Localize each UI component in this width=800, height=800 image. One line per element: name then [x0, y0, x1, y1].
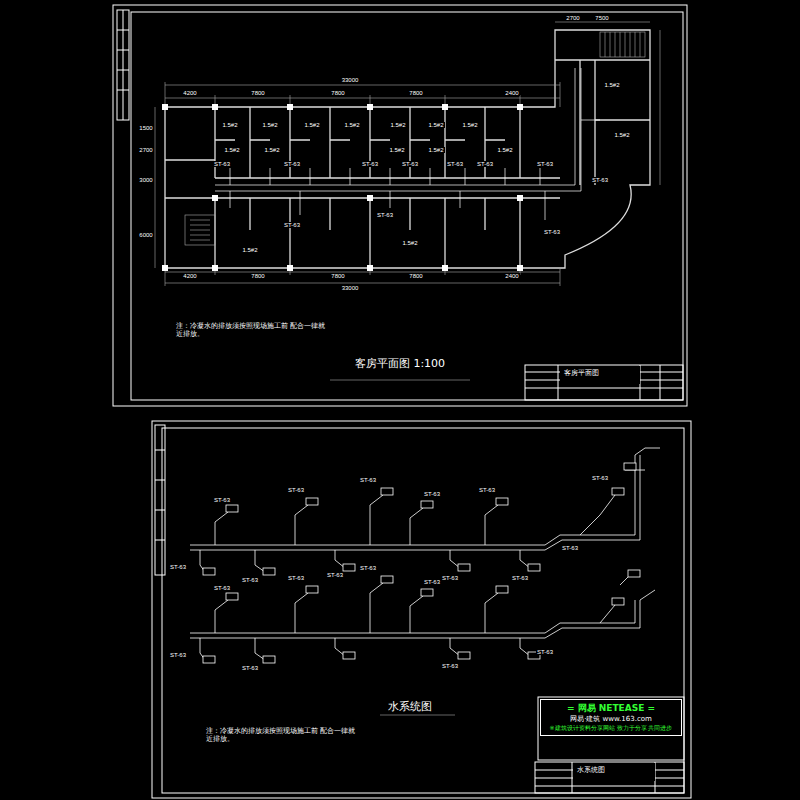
unit-tag: ST-63 [446, 161, 464, 168]
unit-tag: ST-63 [359, 565, 377, 572]
unit-tag: ST-63 [287, 487, 305, 494]
room-tag: 1.5#2 [461, 122, 478, 129]
watermark-text: = 网易 NETEASE = [545, 703, 677, 715]
unit-tag: ST-63 [591, 177, 609, 184]
dimension-text: 1500 [138, 125, 153, 132]
unit-tag: ST-63 [441, 663, 459, 670]
dimension-text: 6000 [138, 232, 153, 239]
room-tag: 1.5#2 [261, 122, 278, 129]
title-block: 客房平面图 [560, 366, 640, 384]
watermark-text: ※建筑设计资料分享网站 致力于分享 共同进步 [545, 724, 677, 732]
dimension-text: 2700 [565, 15, 580, 22]
unit-tag: ST-63 [287, 575, 305, 582]
title-block-text: 水系统图 [577, 766, 651, 775]
unit-tag: ST-63 [476, 161, 494, 168]
room-tag: 1.5#2 [388, 147, 405, 154]
unit-tag: ST-63 [441, 575, 459, 582]
unit-tag: ST-63 [543, 229, 561, 236]
room-tag: 1.5#2 [613, 132, 630, 139]
dimension-text: 3000 [138, 177, 153, 184]
title-block: 水系统图 [573, 763, 655, 781]
room-tag: 1.5#2 [223, 147, 240, 154]
unit-tag: ST-63 [511, 575, 529, 582]
room-tag: 1.5#2 [343, 122, 360, 129]
note-text: 注：冷凝水的排放须按照现场施工前 配合一律就近排放。 [175, 323, 327, 338]
unit-tag: ST-63 [169, 564, 187, 571]
unit-tag: ST-63 [283, 161, 301, 168]
room-tag: 1.5#2 [389, 122, 406, 129]
dimension-text: 7800 [250, 273, 265, 280]
room-tag: 1.5#2 [303, 122, 320, 129]
room-tag: 1.5#2 [263, 147, 280, 154]
drawing-title: 水系统图 [387, 701, 433, 713]
dimension-text: 2700 [138, 147, 153, 154]
dimension-text: 7800 [250, 90, 265, 97]
unit-tag: ST-63 [536, 161, 554, 168]
dimension-text: 4200 [182, 90, 197, 97]
room-tag: 1.5#2 [221, 122, 238, 129]
room-tag: 1.5#2 [427, 122, 444, 129]
unit-tag: ST-63 [361, 161, 379, 168]
title-block-text: 客房平面图 [564, 369, 636, 378]
watermark-box: = 网易 NETEASE =网易·建筑 www.163.com※建筑设计资料分享… [540, 699, 682, 736]
unit-tag: ST-63 [423, 579, 441, 586]
room-tag: 1.5#2 [603, 82, 620, 89]
watermark-text: 网易·建筑 www.163.com [545, 715, 677, 724]
room-tag: 1.5#2 [241, 247, 258, 254]
unit-tag: ST-63 [241, 577, 259, 584]
unit-tag: ST-63 [561, 545, 579, 552]
unit-tag: ST-63 [213, 585, 231, 592]
dimension-text: 7800 [330, 90, 345, 97]
unit-tag: ST-63 [213, 161, 231, 168]
dimension-text: 7800 [330, 273, 345, 280]
unit-tag: ST-63 [376, 212, 394, 219]
unit-tag: ST-63 [536, 649, 554, 656]
unit-tag: ST-63 [359, 477, 377, 484]
dimension-text: 7800 [408, 90, 423, 97]
dimension-text: 4200 [182, 273, 197, 280]
drawing-title: 客房平面图 1:100 [354, 358, 446, 370]
dimension-text: 33000 [341, 77, 360, 84]
dimension-text: 7500 [594, 15, 609, 22]
dimension-text: 7800 [408, 273, 423, 280]
unit-tag: ST-63 [283, 222, 301, 229]
dimension-text: 2400 [504, 90, 519, 97]
unit-tag: ST-63 [213, 497, 231, 504]
dimension-text: 33000 [341, 285, 360, 292]
unit-tag: ST-63 [591, 475, 609, 482]
unit-tag: ST-63 [241, 665, 259, 672]
unit-tag: ST-63 [401, 161, 419, 168]
unit-tag: ST-63 [423, 491, 441, 498]
room-tag: 1.5#2 [427, 147, 444, 154]
unit-tag: ST-63 [326, 572, 344, 579]
unit-tag: ST-63 [478, 487, 496, 494]
note-text: 注：冷凝水的排放须按照现场施工前 配合一律就近排放。 [205, 728, 357, 743]
room-tag: 1.5#2 [496, 147, 513, 154]
room-tag: 1.5#2 [401, 240, 418, 247]
unit-tag: ST-63 [169, 652, 187, 659]
dimension-text: 2400 [504, 273, 519, 280]
